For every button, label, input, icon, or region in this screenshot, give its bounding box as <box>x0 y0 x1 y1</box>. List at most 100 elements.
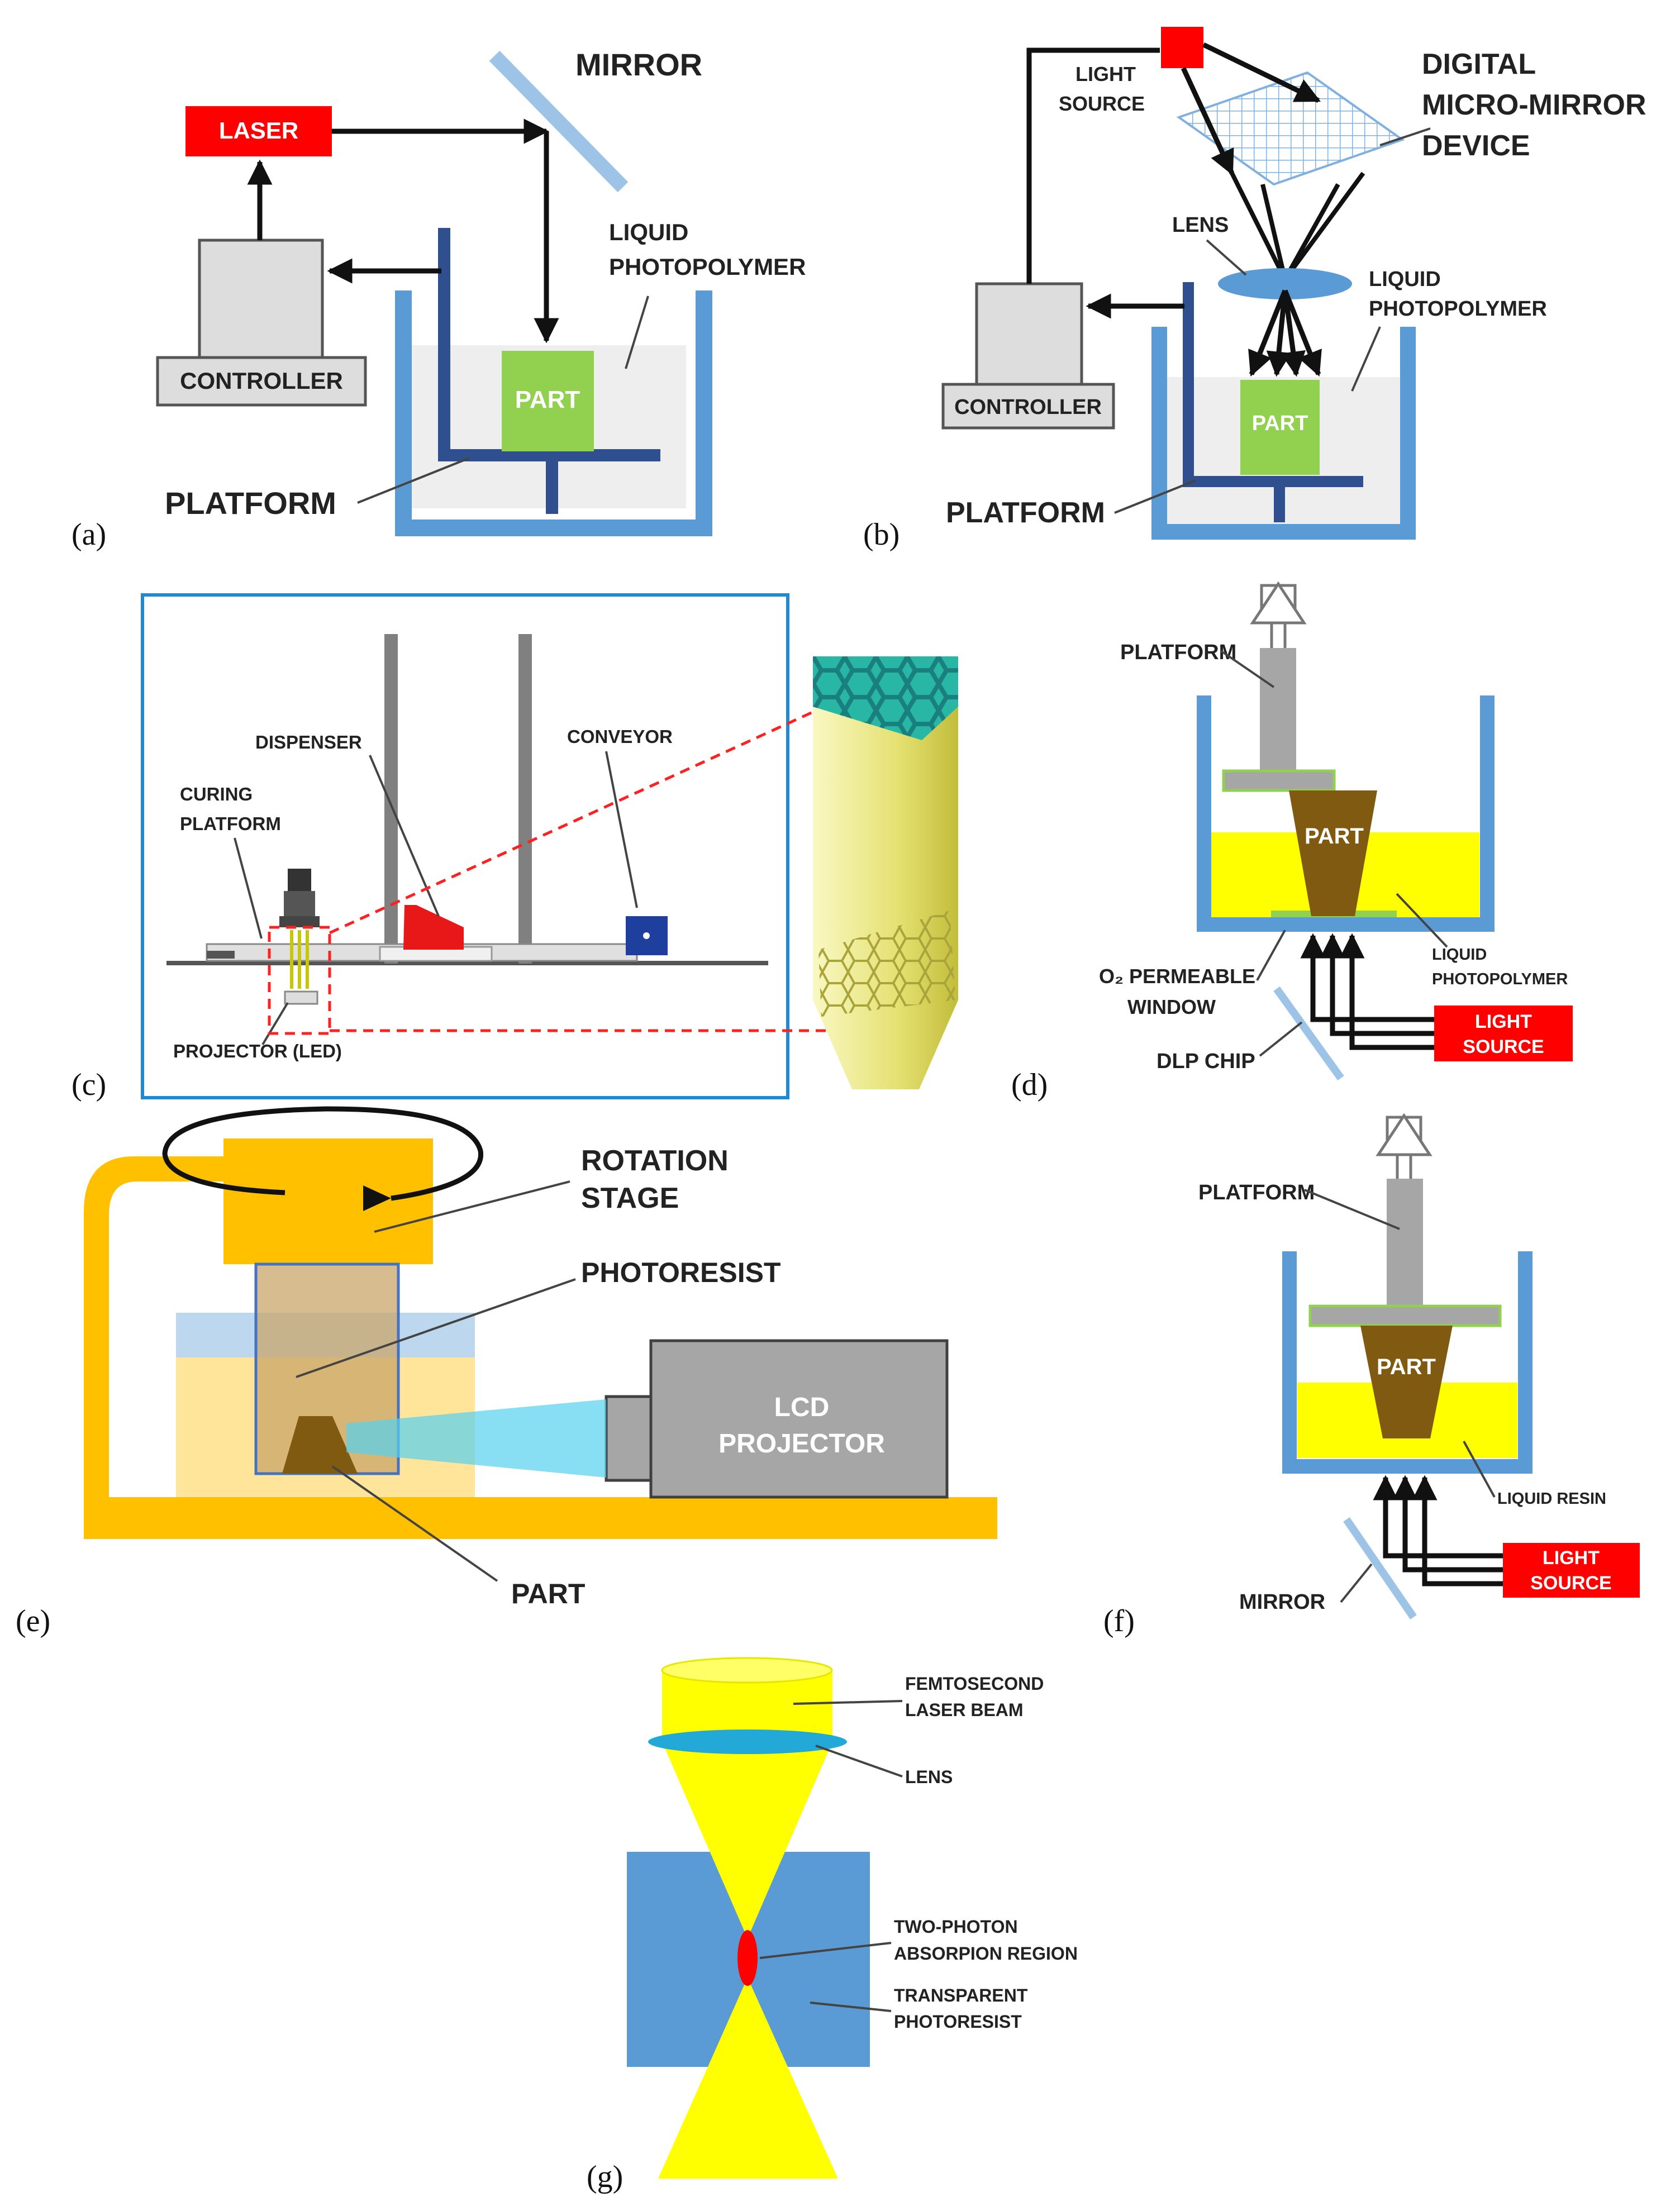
panel-e: LCD PROJECTOR ROTATION STAGE PHOTORESIST… <box>16 1106 997 1638</box>
part <box>1289 790 1377 916</box>
liquid-leader <box>1351 326 1381 392</box>
liquid-label-2: PHOTOPOLYMER <box>1432 970 1568 988</box>
beam-lower-cone <box>658 1978 838 2179</box>
photoresist-leader <box>296 1278 576 1378</box>
light-label-2: SOURCE <box>1530 1573 1611 1594</box>
liquid-label-1: LIQUID <box>1369 268 1441 291</box>
controller-label: CONTROLLER <box>954 396 1102 419</box>
region-label-1: TWO-PHOTON <box>894 1917 1018 1937</box>
light-source <box>1503 1543 1640 1598</box>
lamp-body <box>284 891 315 916</box>
curing-label-2: PLATFORM <box>180 813 281 834</box>
window-label-1: O₂ PERMEABLE <box>1099 965 1255 988</box>
platform-label: PLATFORM <box>946 497 1105 529</box>
panel-c-frame <box>141 593 789 1099</box>
part <box>282 1416 358 1474</box>
panel-c-label: (c) <box>72 1068 106 1102</box>
light-source <box>1161 27 1203 68</box>
panel-a: PART LASER MIRROR CONTROLLER LIQUID PHOT… <box>72 47 806 552</box>
lens <box>648 1729 847 1754</box>
part-label: PART <box>1252 412 1308 435</box>
dmd <box>1176 71 1405 186</box>
curing-label-1: CURING <box>180 784 253 804</box>
window-label-2: WINDOW <box>1127 995 1216 1018</box>
uv-rays <box>290 930 309 989</box>
panel-g-label: (g) <box>587 2160 623 2194</box>
lift-arrow-head <box>1376 1113 1432 1156</box>
lens <box>1218 268 1352 299</box>
conveyor-dot <box>643 932 650 939</box>
resist-label-1: TRANSPARENT <box>894 1985 1028 2005</box>
vat <box>1197 695 1495 932</box>
panel-f-label: (f) <box>1103 1604 1135 1638</box>
platform-shaft <box>1387 1179 1423 1308</box>
mirror-label: MIRROR <box>1239 1590 1325 1614</box>
platform-shaft <box>1260 648 1296 774</box>
lift-arrow-head <box>1250 581 1307 625</box>
honeycomb-top-cells <box>813 656 958 740</box>
panel-b: LIGHT SOURCE DIGITAL MICRO-MIRROR DEVICE… <box>863 27 1646 552</box>
liquid-label-2: PHOTOPOLYMER <box>1369 297 1547 321</box>
resin-leader <box>1463 1441 1496 1498</box>
projection-beam <box>346 1399 606 1478</box>
platform-label: PLATFORM <box>1198 1181 1315 1204</box>
panel-d: PART PLATFORM LIGHT SOURCE LIQUID PHOTOP… <box>1011 581 1573 1102</box>
panel-c: DISPENSER CONVEYOR CURING PLATFORM PROJE… <box>72 593 958 1102</box>
column-left <box>384 634 398 964</box>
dmd-label-2: MICRO-MIRROR <box>1422 89 1646 121</box>
light-down-arrow <box>1181 67 1235 176</box>
lens-label: LENS <box>1172 213 1229 237</box>
projector-label: PROJECTOR (LED) <box>173 1041 342 1061</box>
light-source-label-2: SOURCE <box>1059 92 1145 115</box>
platform-leader <box>357 457 470 504</box>
light-label-2: SOURCE <box>1463 1036 1544 1057</box>
projector-leader <box>261 1002 289 1046</box>
platform-leader <box>1220 650 1275 688</box>
liquid-label-1: LIQUID <box>1432 946 1487 964</box>
part-label: PART <box>511 1578 585 1609</box>
part <box>1240 380 1320 475</box>
beam-upper-cone <box>662 1742 832 1938</box>
region-leader <box>759 1942 892 1959</box>
ray-3 <box>1412 1475 1503 1586</box>
mirror <box>489 50 629 193</box>
liquid-leader <box>1396 893 1448 948</box>
light-source <box>1434 1006 1573 1061</box>
liquid-leader <box>625 296 649 369</box>
absorption-region <box>737 1930 758 1986</box>
dmd-rays <box>1230 171 1365 281</box>
honeycomb-bottom <box>818 911 955 1017</box>
photoresist-label: PHOTORESIST <box>581 1257 780 1288</box>
rotation-stage <box>223 1138 433 1264</box>
dispenser-label: DISPENSER <box>255 732 362 752</box>
light-label-1: LIGHT <box>1475 1011 1532 1032</box>
platform <box>1183 282 1363 522</box>
controller-box <box>198 239 324 359</box>
beam-leader <box>793 1700 903 1705</box>
projector <box>284 990 318 1005</box>
rotation-label-1: ROTATION <box>581 1145 729 1177</box>
dlp-label: DLP CHIP <box>1157 1050 1255 1073</box>
rotation-label-2: STAGE <box>581 1182 679 1214</box>
controller-label: CONTROLLER <box>180 368 343 394</box>
panel-g: FEMTOSECOND LASER BEAM LENS TWO-PHOTON A… <box>587 1657 1078 2194</box>
panel-f: PART PLATFORM LIQUID RESIN LIGHT SOURCE … <box>1103 1113 1640 1638</box>
platform-label: PLATFORM <box>165 485 336 521</box>
platform-label: PLATFORM <box>1120 641 1236 664</box>
zoom-lines <box>329 708 844 1032</box>
light-source-label-1: LIGHT <box>1075 63 1136 85</box>
controller-base <box>156 356 367 407</box>
lens-leader <box>815 1745 903 1778</box>
vat <box>1282 1251 1533 1474</box>
part-label: PART <box>515 386 580 413</box>
resist-leader <box>810 2002 892 2012</box>
conveyor-leader <box>605 751 638 908</box>
panel-a-label: (a) <box>72 517 106 552</box>
mirror-label: MIRROR <box>575 47 702 82</box>
light-label-1: LIGHT <box>1543 1547 1600 1569</box>
part-label: PART <box>1305 824 1364 849</box>
resin-label: LIQUID RESIN <box>1497 1490 1606 1508</box>
ray-4 <box>1282 289 1322 377</box>
panel-d-label: (d) <box>1011 1068 1048 1102</box>
